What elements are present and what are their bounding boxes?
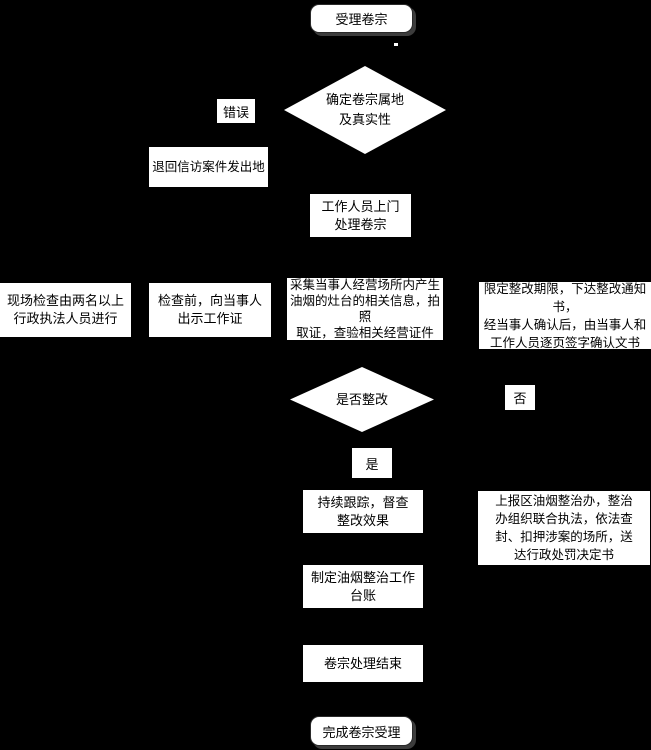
node-joint-enforcement-label: 上报区油烟整治办，整治 办组织联合执法，依法查 封、扣押涉案的场所，送 达行政处… xyxy=(495,494,633,562)
node-joint-enforcement: 上报区油烟整治办，整治 办组织联合执法，依法查 封、扣押涉案的场所，送 达行政处… xyxy=(478,491,650,565)
node-finish: 完成卷宗受理 xyxy=(310,716,413,746)
branch-label-no-text: 否 xyxy=(513,391,527,406)
node-onsite-inspection: 现场检查由两名以上 行政执法人员进行 xyxy=(0,283,131,337)
node-return-case: 退回信访案件发出地 xyxy=(149,147,268,187)
node-decision-jurisdiction: 确定卷宗属地 及真实性 xyxy=(284,66,446,154)
node-decision-rectified: 是否整改 xyxy=(290,367,434,432)
node-decision-jurisdiction-label: 确定卷宗属地 及真实性 xyxy=(325,92,404,127)
node-show-credentials: 检查前，向当事人 出示工作证 xyxy=(149,283,271,337)
connector-tick xyxy=(394,43,398,46)
branch-label-error-text: 错误 xyxy=(222,104,249,120)
node-finish-label: 完成卷宗受理 xyxy=(322,724,401,740)
node-case-closed-label: 卷宗处理结束 xyxy=(323,655,402,671)
node-rectification-notice-label: 限定整改期限，下达整改通知书， 经当事人确认后，由当事人和 工作人员逐页签字确认… xyxy=(483,281,647,350)
node-collect-evidence-label: 采集当事人经营场所内产生 油烟的灶台的相关信息，拍照 取证，查验相关经营证件 xyxy=(289,278,440,340)
node-work-ledger-label: 制定油烟整治工作 台账 xyxy=(310,569,415,603)
node-staff-visit: 工作人员上门 处理卷宗 xyxy=(310,194,411,237)
node-case-closed: 卷宗处理结束 xyxy=(303,645,423,682)
node-follow-up-label: 持续跟踪，督查 整改效果 xyxy=(317,494,409,528)
node-return-case-label: 退回信访案件发出地 xyxy=(152,160,265,174)
node-work-ledger: 制定油烟整治工作 台账 xyxy=(303,565,423,608)
branch-label-no: 否 xyxy=(505,385,535,410)
node-start: 受理卷宗 xyxy=(310,4,413,33)
node-rectification-notice: 限定整改期限，下达整改通知书， 经当事人确认后，由当事人和 工作人员逐页签字确认… xyxy=(479,281,651,350)
node-onsite-inspection-label: 现场检查由两名以上 行政执法人员进行 xyxy=(6,293,124,326)
node-start-label: 受理卷宗 xyxy=(335,12,388,27)
branch-label-yes: 是 xyxy=(352,448,392,478)
branch-label-yes-text: 是 xyxy=(365,456,379,472)
node-staff-visit-label: 工作人员上门 处理卷宗 xyxy=(321,198,400,232)
node-decision-rectified-label: 是否整改 xyxy=(335,391,388,407)
node-show-credentials-label: 检查前，向当事人 出示工作证 xyxy=(157,293,262,326)
node-collect-evidence: 采集当事人经营场所内产生 油烟的灶台的相关信息，拍照 取证，查验相关经营证件 xyxy=(287,278,443,340)
branch-label-error: 错误 xyxy=(217,99,255,123)
node-follow-up: 持续跟踪，督查 整改效果 xyxy=(303,490,423,533)
